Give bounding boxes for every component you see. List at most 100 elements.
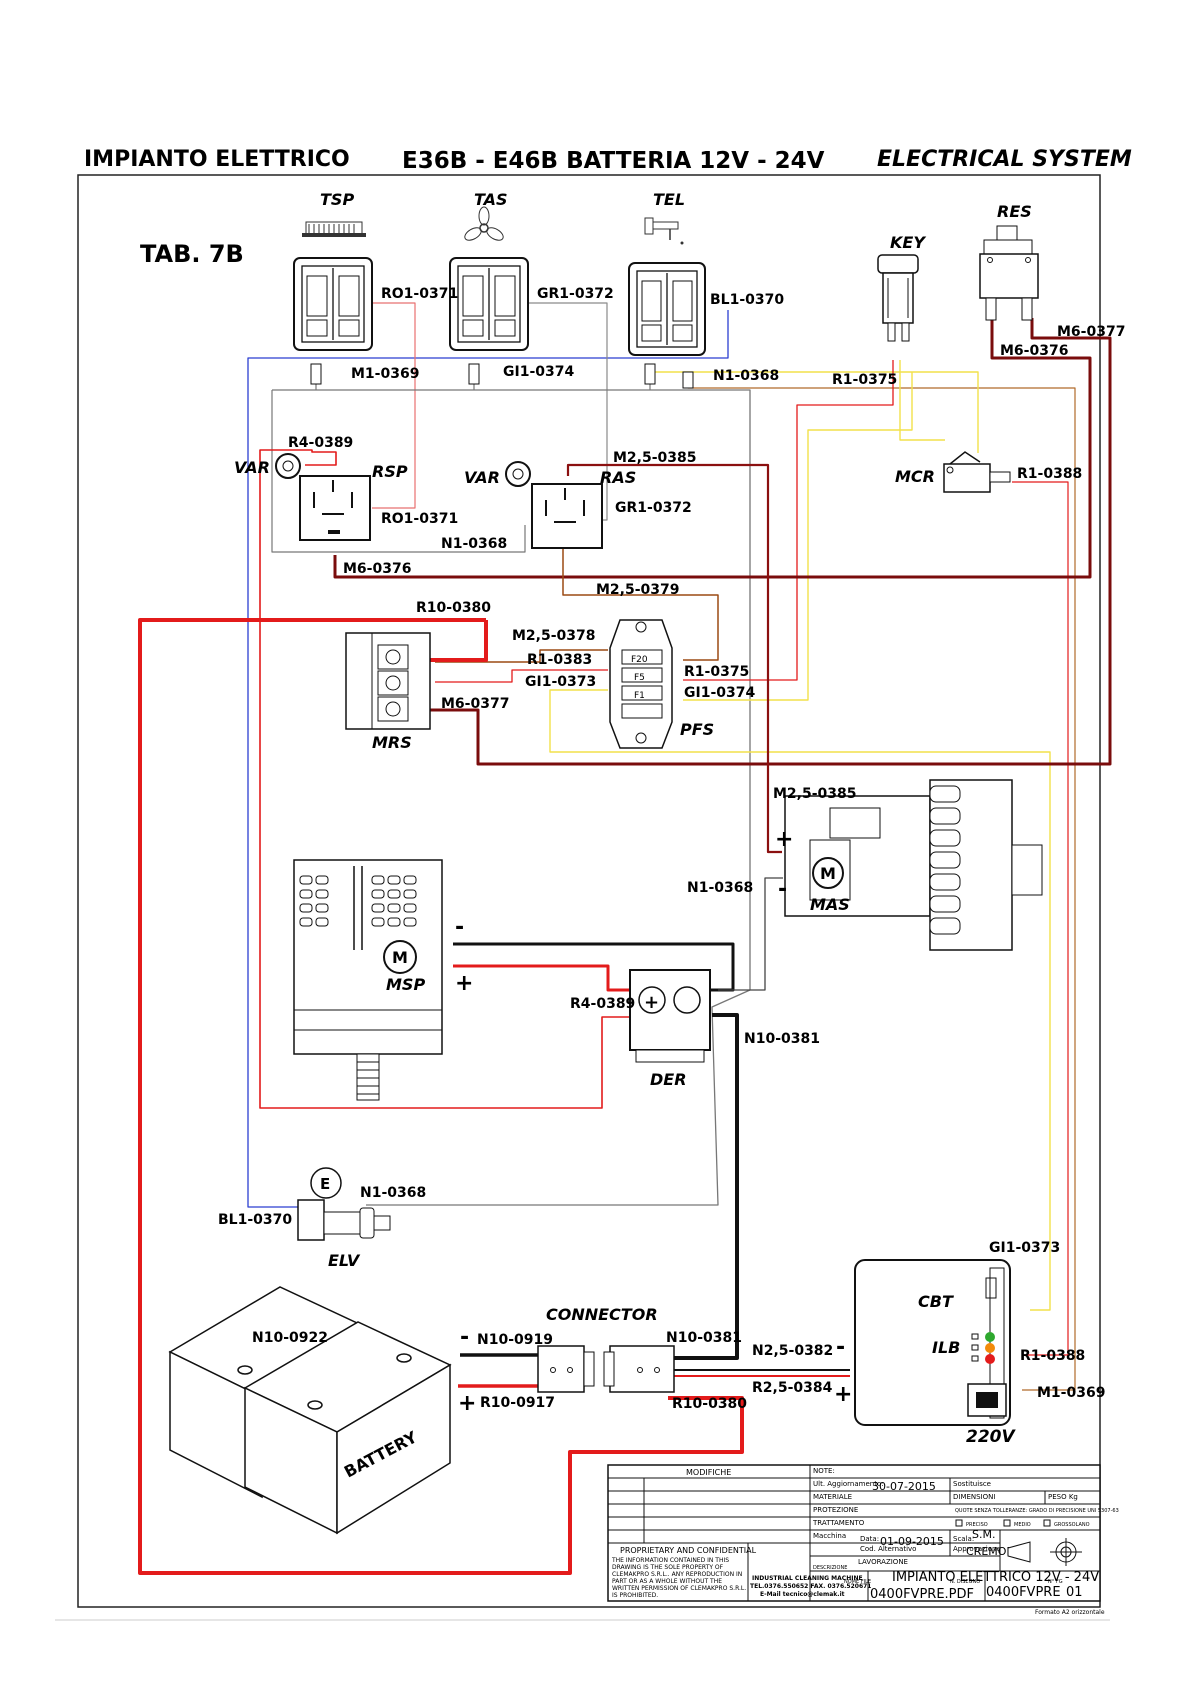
tb-note: NOTE: (813, 1467, 835, 1475)
label-msp: MSP (386, 975, 425, 994)
battery[interactable] (168, 1286, 452, 1535)
wire-label-r1-0375-b: R1-0375 (684, 664, 749, 680)
wire-m2-5-0378 (435, 649, 608, 663)
label-ras: RAS (600, 468, 636, 487)
wire-msp-pos (453, 964, 636, 992)
wire-label-n1-0368-b: N1-0368 (441, 536, 507, 552)
wire-label-m6-0376-a: M6-0376 (1000, 343, 1068, 359)
elv-symbol-e: E (320, 1175, 330, 1193)
connector-plus: + (458, 1391, 476, 1416)
tb-descrizione: IMPIANTO ELETTRICO 12V - 24V (892, 1570, 1099, 1585)
tb-prop-title: PROPRIETARY AND CONFIDENTIAL (620, 1546, 757, 1555)
wire-n10-0381 (672, 1013, 739, 1360)
tb-preciso: PRECISO (966, 1522, 988, 1528)
wire-label-m2-5-0378: M2,5-0378 (512, 628, 596, 644)
label-der: DER (650, 1070, 687, 1089)
wire-label-r1-0388-b: R1-0388 (1020, 1348, 1085, 1364)
wire-label-bl1-0370-a: BL1-0370 (710, 292, 784, 308)
tb-sm: S.M. (972, 1528, 995, 1541)
label-220v: 220V (966, 1427, 1016, 1447)
fuse-holder-pfs[interactable]: F20 F5 F1 (609, 619, 673, 749)
connector[interactable] (537, 1345, 675, 1393)
tb-quote: QUOTE SENZA TOLLERANZE: GRADO DI PRECISI… (955, 1508, 1119, 1514)
wire-r4-0389 (259, 449, 632, 1109)
wire-label-m2-5-0385-a: M2,5-0385 (613, 450, 697, 466)
wire-label-gi1-0374-b: GI1-0374 (684, 685, 755, 701)
label-rsp: RSP (372, 462, 408, 481)
wire-label-n10-0922: N10-0922 (252, 1330, 328, 1346)
relay-ras[interactable] (531, 483, 603, 549)
label-var-1: VAR (234, 458, 270, 477)
label-tel: TEL (653, 190, 685, 209)
label-var-2: VAR (464, 468, 500, 487)
wire-r1-0388 (1012, 481, 1069, 1356)
tb-data: 01-09-2015 (880, 1535, 944, 1548)
wire-label-bl1-0370-b: BL1-0370 (218, 1212, 292, 1228)
wire-labels: RO1-0371 GR1-0372 BL1-0370 M6-0377 M6-03… (218, 286, 1125, 1412)
wire-label-gi1-0373-b: GI1-0373 (989, 1240, 1060, 1256)
relay-rsp[interactable] (299, 475, 371, 541)
microswitch-icon[interactable] (943, 451, 1011, 493)
switch-tel[interactable] (628, 262, 706, 356)
wire-m6-0376 (333, 318, 1092, 579)
charger-cbt[interactable] (854, 1259, 1011, 1426)
wire-label-r10-0917: R10-0917 (480, 1395, 555, 1411)
wire-m6-0377 (425, 318, 1112, 766)
header-center: E36B - E46B BATTERIA 12V - 24V (402, 148, 825, 174)
motor-symbol-m1: M (820, 864, 836, 883)
mas-plus: + (775, 827, 793, 852)
brush-icon (302, 221, 366, 237)
wire-label-r4-0389-b: R4-0389 (570, 996, 635, 1012)
wire-label-r1-0383: R1-0383 (527, 652, 592, 668)
tb-materiale: MATERIALE (813, 1493, 852, 1501)
variator-icon-1[interactable] (275, 453, 301, 479)
wire-label-r10-0380-b: R10-0380 (672, 1396, 747, 1412)
wire-label-gr1-0372-a: GR1-0372 (537, 286, 614, 302)
der-plus: + (644, 992, 659, 1013)
elv-valve[interactable] (297, 1167, 391, 1241)
tb-scala: Scala: (953, 1535, 974, 1543)
title-block: MODIFICHE NOTE: Ult. Aggiornamento: 30-0… (607, 1464, 1119, 1616)
wire-label-gi1-0373-a: GI1-0373 (525, 674, 596, 690)
wire-label-ro1-0371-b: RO1-0371 (381, 511, 458, 527)
tb-company: INDUSTRIAL CLEANING MACHINE (752, 1575, 863, 1582)
label-elv: ELV (328, 1251, 361, 1270)
tb-ult-agg: 30-07-2015 (872, 1480, 936, 1493)
tb-prop-l2: DRAWING IS THE SOLE PROPERTY OF (612, 1564, 724, 1571)
tb-prop-l3: CLEMAKPRO S.R.L.. ANY REPRODUCTION IN (612, 1571, 742, 1578)
wire-r1-0375 (683, 360, 894, 681)
switch-tas[interactable] (449, 257, 529, 351)
wire-r10-0380 (430, 620, 488, 662)
wire-label-m2-5-0385-b: M2,5-0385 (773, 786, 857, 802)
tb-company-mail: E-Mail tecnico@clemak.it (760, 1591, 845, 1598)
mrs-block[interactable] (345, 632, 431, 730)
tb-n-disegno: 0400FVPRE (986, 1585, 1061, 1600)
reset-breaker-icon[interactable] (979, 225, 1039, 321)
tb-modifiche: MODIFICHE (686, 1468, 731, 1477)
tb-peso: PESO Kg (1048, 1493, 1078, 1501)
wire-label-n10-0381-b: N10-0381 (666, 1330, 742, 1346)
table-id: TAB. 7B (140, 240, 244, 268)
switch-terminals (310, 363, 694, 389)
motor-msp[interactable] (293, 859, 443, 1101)
label-res: RES (997, 202, 1032, 221)
tb-medio: MEDIO (1014, 1522, 1031, 1528)
cbt-minus: - (836, 1335, 845, 1360)
tb-descrizione-label: DESCRIZIONE (813, 1565, 847, 1571)
wire-m2-5-0385 (566, 463, 782, 854)
switch-tsp[interactable] (293, 257, 373, 351)
wire-label-n1-0368-c: N1-0368 (687, 880, 753, 896)
wire-label-r1-0375-a: R1-0375 (832, 372, 897, 388)
header-right: ELECTRICAL SYSTEM (877, 147, 1132, 172)
der-relay[interactable] (629, 969, 711, 1063)
wire-label-m6-0376-b: M6-0376 (343, 561, 411, 577)
variator-icon-2[interactable] (505, 461, 531, 487)
wire-r10-0380-main (138, 618, 744, 1575)
label-pfs: PFS (680, 720, 714, 739)
key-switch-icon[interactable] (877, 254, 919, 342)
wire-label-n2-5-0382: N2,5-0382 (752, 1343, 833, 1359)
tb-n-disegno-label: N. DISEGNO (950, 1579, 980, 1585)
drawing-frame (77, 174, 1101, 1608)
motor-mas[interactable] (784, 779, 1043, 951)
wire-n1-0368 (272, 389, 751, 1206)
